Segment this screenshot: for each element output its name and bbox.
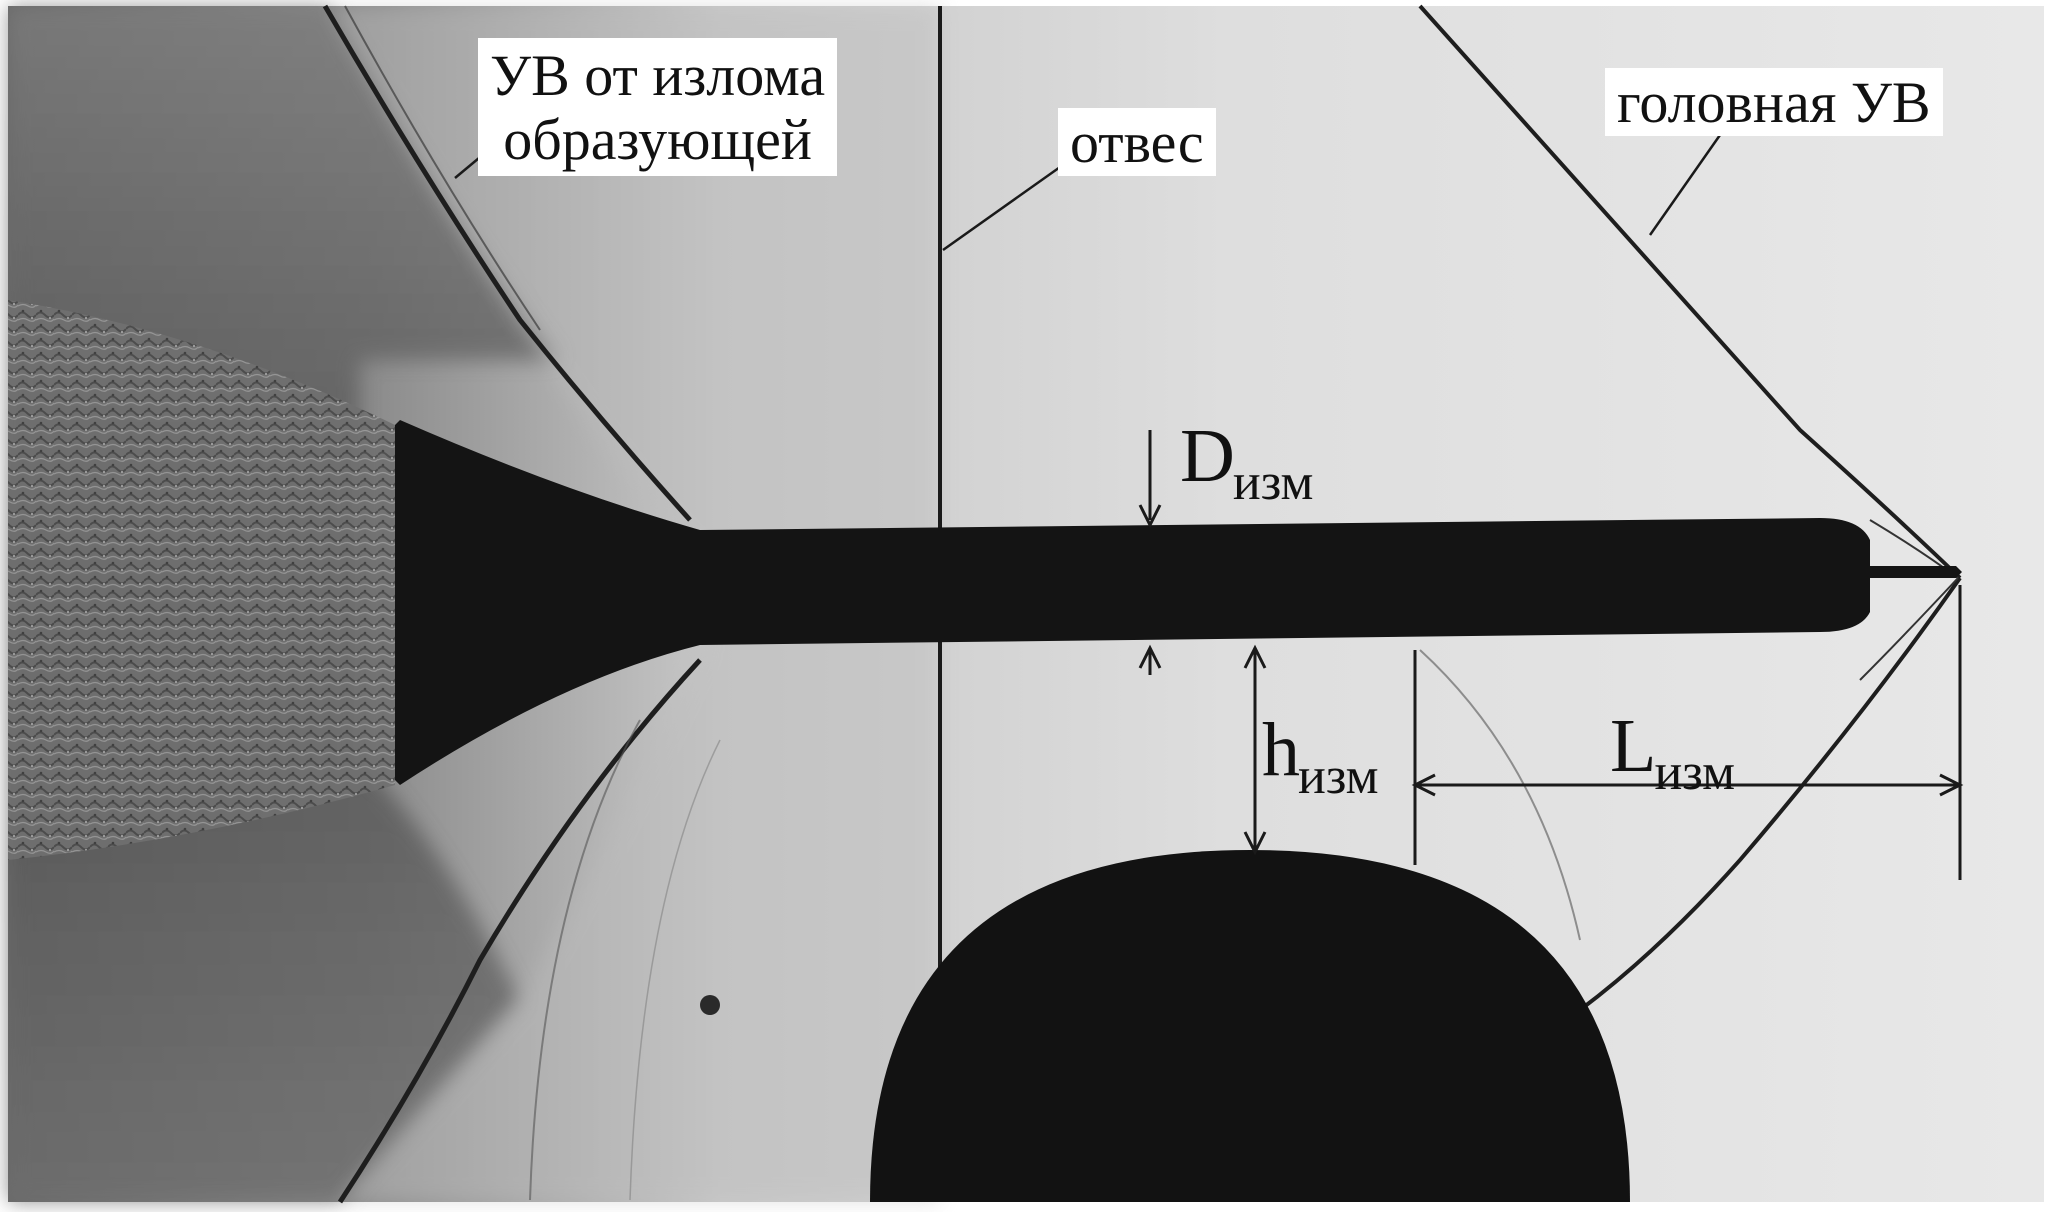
break-shock-upper: [322, 4, 692, 522]
l-arrow-left: [1411, 773, 1436, 797]
break-shock-label: УВ от излома образующей: [478, 38, 838, 176]
break-shock-label-line1: УВ от излома: [490, 43, 826, 108]
d-symbol: D: [1180, 414, 1235, 498]
d-subscript: изм: [1232, 454, 1314, 511]
plumb-leader: [942, 158, 1071, 252]
model-body: [395, 420, 1870, 785]
tip-shock-lower: [1859, 577, 1959, 681]
bow-shock-label-text: головная УВ: [1617, 70, 1931, 135]
d-arrow-top: [1138, 504, 1162, 529]
h-arrow-bottom: [1243, 831, 1267, 856]
bow-shock-lower: [1578, 576, 1962, 1012]
break-shock-label-line2: образующей: [503, 106, 812, 172]
mid-region: [330, 6, 940, 1202]
sphere: [870, 850, 1630, 1202]
break-shock-lower: [337, 658, 702, 1204]
faint-arc-1: [529, 719, 641, 1201]
bow-shock-leader: [1648, 134, 1722, 236]
h-symbol: h: [1262, 708, 1300, 792]
bow-shock-upper: [1418, 4, 1962, 580]
faint-arc-2: [629, 739, 721, 1201]
turbulent-wake: [8, 300, 395, 860]
speck: [700, 995, 720, 1015]
bow-shock-label: головная УВ: [1605, 68, 1943, 136]
h-measured-label: hизм: [1262, 712, 1379, 803]
break-shock-upper-trace: [344, 5, 541, 331]
d-measured-label: Dизм: [1180, 418, 1313, 509]
d-arrow-bottom: [1138, 644, 1162, 669]
faint-arc-3: [1419, 649, 1581, 941]
l-symbol: L: [1610, 704, 1657, 788]
plumb-label: отвес: [1058, 108, 1216, 176]
l-subscript: изм: [1654, 744, 1735, 801]
l-arrow-right: [1939, 773, 1964, 797]
h-subscript: изм: [1298, 748, 1379, 805]
l-measured-label: Lизм: [1610, 708, 1735, 799]
plumb-label-text: отвес: [1070, 110, 1204, 175]
model-tip: [1956, 566, 1962, 578]
model-needle: [1868, 566, 1956, 578]
h-arrow-top: [1243, 644, 1267, 669]
